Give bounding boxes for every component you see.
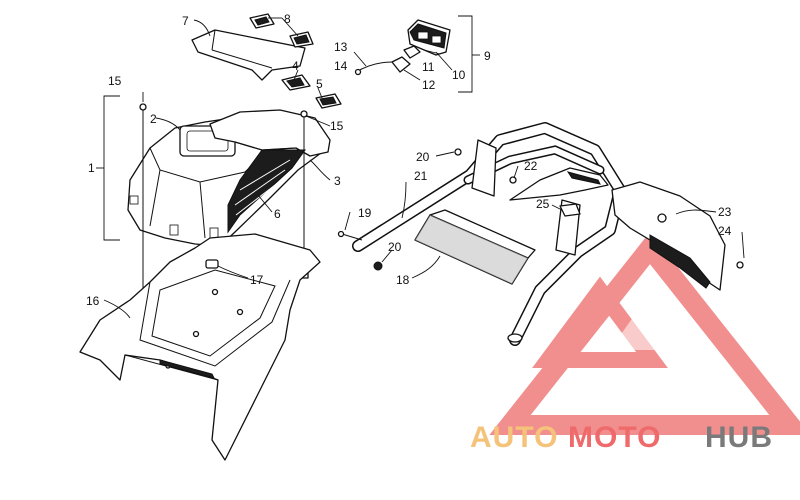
callout-18: 18 [396, 273, 410, 287]
part-22-25-mount-bracket [509, 167, 609, 217]
callout-12: 12 [422, 78, 436, 92]
callout-13: 13 [334, 40, 348, 54]
leader-lines [103, 17, 745, 319]
callout-21: 21 [414, 169, 428, 183]
part-21-bumper-frame [352, 122, 626, 346]
callout-25: 25 [536, 197, 550, 211]
callout-20: 20 [416, 150, 430, 164]
callout-15: 15 [108, 74, 122, 88]
callout-19: 19 [358, 206, 372, 220]
part-4-5-clips [281, 74, 342, 109]
callout-labels: 1 2 3 4 5 6 7 8 9 10 11 12 13 14 15 15 1… [86, 12, 732, 308]
automotohub-logo-mark [489, 231, 800, 435]
callout-17: 17 [250, 273, 264, 287]
part-16-storage-tub [79, 233, 321, 461]
callout-7: 7 [182, 14, 189, 28]
callout-6: 6 [274, 207, 281, 221]
callout-20-second: 20 [388, 240, 402, 254]
callout-3: 3 [334, 174, 341, 188]
callout-23: 23 [718, 205, 732, 219]
callout-1: 1 [88, 161, 95, 175]
automotohub-wordmark: AUTO MOTO HUB [470, 421, 773, 454]
callout-15-second: 15 [330, 119, 344, 133]
callout-10: 10 [452, 68, 466, 82]
part-23-fender [611, 181, 744, 291]
group-bracket-9 [458, 15, 480, 93]
callout-16: 16 [86, 294, 100, 308]
wordmark-moto: MOTO [568, 421, 661, 454]
callout-8: 8 [284, 12, 291, 26]
callout-22: 22 [524, 159, 538, 173]
callout-4: 4 [292, 59, 299, 73]
wordmark-auto: AUTO [470, 421, 558, 454]
part-8-clips [249, 13, 314, 48]
callout-9: 9 [484, 49, 491, 63]
part-7-bracket-plate [191, 29, 306, 81]
group-bracket-1 [96, 95, 120, 241]
callout-2: 2 [150, 112, 157, 126]
part-19-20-fasteners [337, 148, 462, 271]
wordmark-hub: HUB [705, 421, 773, 454]
callout-24: 24 [718, 224, 732, 238]
part-10-taillight-assembly [354, 19, 451, 76]
callout-14: 14 [334, 59, 348, 73]
callout-5: 5 [316, 77, 323, 91]
part-6-dark-panel [227, 149, 306, 234]
callout-11: 11 [422, 60, 435, 74]
part-18-foam-block [414, 209, 536, 285]
